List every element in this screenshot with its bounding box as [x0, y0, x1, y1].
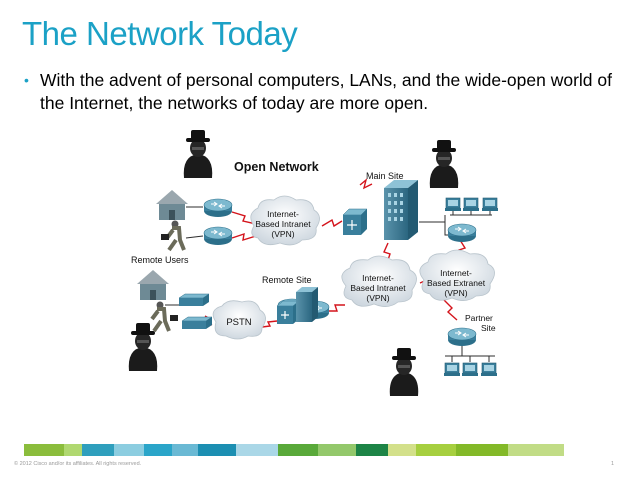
cloud-right-line2: Based Extranet — [427, 278, 486, 288]
pc-icon — [443, 362, 461, 377]
cloud-intranet-top: Internet- Based Intranet (VPN) — [250, 195, 320, 246]
bullet-point: • With the advent of personal computers,… — [24, 69, 624, 115]
pc-icon — [481, 197, 499, 212]
hacker-icon — [389, 348, 419, 396]
cloud-pstn: PSTN — [212, 300, 266, 340]
pc-icon — [462, 197, 480, 212]
mobile-worker-icon — [161, 220, 186, 252]
cloud-intranet-mid: Internet- Based Intranet (VPN) — [341, 255, 417, 307]
cloud-top-line2: Based Intranet — [255, 219, 311, 229]
home-office-icon — [156, 190, 188, 220]
router-icon — [447, 327, 477, 347]
access-server-icon — [181, 316, 213, 330]
remote-site-building-icon — [296, 287, 318, 322]
firewall-icon — [342, 208, 368, 235]
cloud-right-line1: Internet- — [440, 268, 472, 278]
cloud-top-line1: Internet- — [267, 209, 299, 219]
firewall-icon — [276, 300, 300, 324]
home-office-icon — [137, 270, 169, 300]
hacker-icon — [183, 130, 213, 178]
hacker-icon — [429, 140, 459, 188]
access-server-icon — [178, 293, 210, 307]
main-site-label: Main Site — [366, 171, 404, 181]
page-number: 1 — [610, 461, 614, 467]
cloud-right-line3: (VPN) — [444, 288, 467, 298]
main-site-building-icon — [384, 180, 418, 240]
cloud-mid-line3: (VPN) — [366, 293, 389, 303]
cloud-mid-line2: Based Intranet — [350, 283, 406, 293]
bullet-text: With the advent of personal computers, L… — [40, 70, 612, 113]
router-icon — [203, 226, 233, 246]
decorative-color-strip — [24, 444, 564, 456]
router-icon — [203, 198, 233, 218]
pstn-label: PSTN — [226, 317, 251, 328]
remote-site-label: Remote Site — [262, 275, 312, 285]
bullet-icon: • — [24, 72, 29, 88]
copyright-footer: © 2012 Cisco and/or its affiliates. All … — [14, 461, 142, 467]
router-icon — [447, 223, 477, 243]
cloud-mid-line1: Internet- — [362, 273, 394, 283]
pc-icon — [480, 362, 498, 377]
mobile-worker-icon — [150, 301, 178, 333]
cloud-top-line3: (VPN) — [271, 229, 294, 239]
slide-title: The Network Today — [22, 15, 298, 52]
diagram-heading: Open Network — [234, 160, 319, 174]
remote-users-label: Remote Users — [131, 255, 189, 265]
partner-site-label-1: Partner — [465, 313, 493, 323]
partner-site-label-2: Site — [481, 323, 496, 333]
pc-icon — [461, 362, 479, 377]
cloud-extranet: Internet- Based Extranet (VPN) — [419, 249, 495, 301]
pc-icon — [444, 197, 462, 212]
